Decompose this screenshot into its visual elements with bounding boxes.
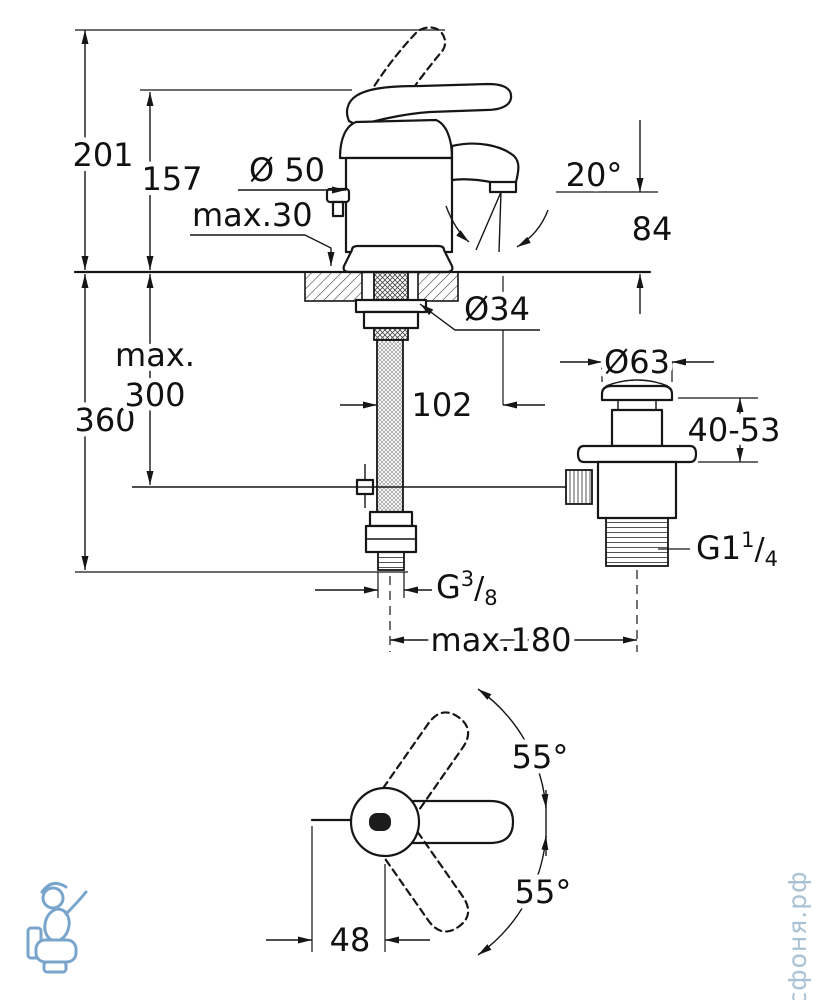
angle-up-label: 55° bbox=[512, 738, 569, 776]
drain-tailpipe bbox=[605, 517, 669, 567]
pull-rod-stem bbox=[331, 200, 345, 218]
g114-sup: 1 bbox=[741, 528, 754, 552]
g38-thread-tube bbox=[377, 551, 405, 571]
dim-max300-label-2: 300 bbox=[124, 376, 185, 414]
faucet-spout bbox=[450, 142, 520, 188]
drain-neck bbox=[617, 400, 657, 410]
faucet-top-view: 55° 55° 48 bbox=[266, 688, 576, 964]
lever-raised-outline bbox=[360, 26, 447, 116]
faucet-side-view bbox=[325, 26, 520, 274]
angle-down-label: 55° bbox=[515, 873, 572, 911]
pull-rod-knob bbox=[325, 187, 351, 204]
drain-flange bbox=[576, 444, 698, 464]
handle-down-outline bbox=[375, 821, 470, 933]
dim-4053-label: 40-53 bbox=[688, 411, 781, 449]
drain-plug bbox=[600, 384, 674, 402]
g114-main: G1 bbox=[696, 529, 741, 567]
handle-up-outline bbox=[375, 711, 470, 823]
g114-label: G11/4 bbox=[696, 528, 778, 571]
dia34-leader bbox=[419, 303, 540, 331]
stream-reference-lines bbox=[475, 191, 502, 253]
supply-assembly bbox=[132, 271, 566, 571]
dim-201-label: 201 bbox=[72, 136, 133, 174]
plumber-arm bbox=[64, 890, 88, 916]
dim-157-label: 157 bbox=[141, 160, 202, 198]
g38-label: G3/8 bbox=[436, 567, 498, 610]
drain-plug-dome bbox=[605, 379, 669, 387]
site-watermark: сфоня.рф bbox=[783, 871, 812, 1000]
drain-assembly bbox=[565, 379, 698, 567]
angle20-arc-right bbox=[516, 209, 549, 248]
g38-sub: 8 bbox=[484, 586, 497, 610]
angle20-arc-left bbox=[445, 205, 470, 243]
dim-max300-label-1: max. bbox=[115, 336, 195, 374]
plumber-head bbox=[41, 886, 65, 910]
braided-hose bbox=[376, 339, 404, 513]
swing-arc-up bbox=[477, 688, 549, 809]
faucet-dome bbox=[338, 118, 454, 160]
dia63-label: Ø63 bbox=[604, 343, 670, 381]
g38-main: G bbox=[436, 568, 461, 606]
dim-48-label: 48 bbox=[330, 921, 371, 959]
dia50-label: Ø 50 bbox=[249, 151, 325, 189]
escutcheon bbox=[342, 244, 454, 274]
drain-upper-body bbox=[610, 408, 664, 448]
g38-sup: 3 bbox=[461, 567, 474, 591]
toilet-base bbox=[42, 960, 68, 974]
faucet-lever bbox=[345, 82, 513, 128]
dim-360-label: 360 bbox=[74, 401, 135, 439]
max30-leader bbox=[304, 234, 335, 266]
dia34-label: Ø34 bbox=[464, 290, 530, 328]
swing-arc-down bbox=[477, 835, 549, 956]
deck-hatch-left bbox=[304, 271, 363, 302]
hose-union bbox=[368, 510, 414, 528]
plumber-cap bbox=[40, 881, 68, 894]
mounting-washer bbox=[354, 298, 428, 314]
mounting-nut bbox=[362, 310, 420, 330]
aerator bbox=[488, 180, 518, 194]
drain-lower-body bbox=[596, 460, 678, 520]
dim-84-label: 84 bbox=[632, 210, 673, 248]
plumber-logo-watermark bbox=[26, 881, 88, 974]
drain-knurled-knob bbox=[565, 469, 593, 505]
max30-label: max.30 bbox=[192, 196, 313, 234]
ext-lines bbox=[75, 29, 758, 598]
deck-hatch-right bbox=[417, 271, 459, 302]
angle20-label: 20° bbox=[566, 156, 623, 194]
dim-max180-label: max.180 bbox=[431, 621, 572, 659]
side-view-dimensions: 201 157 360 max. 300 84 Ø 50 max.30 20° … bbox=[67, 29, 785, 664]
faucet-body bbox=[344, 156, 454, 254]
toilet-bowl bbox=[34, 938, 78, 964]
handle-logo-badge bbox=[369, 813, 391, 831]
g114-sub: 4 bbox=[765, 547, 778, 571]
deck-section bbox=[73, 270, 652, 302]
dim-102-label: 102 bbox=[411, 386, 472, 424]
